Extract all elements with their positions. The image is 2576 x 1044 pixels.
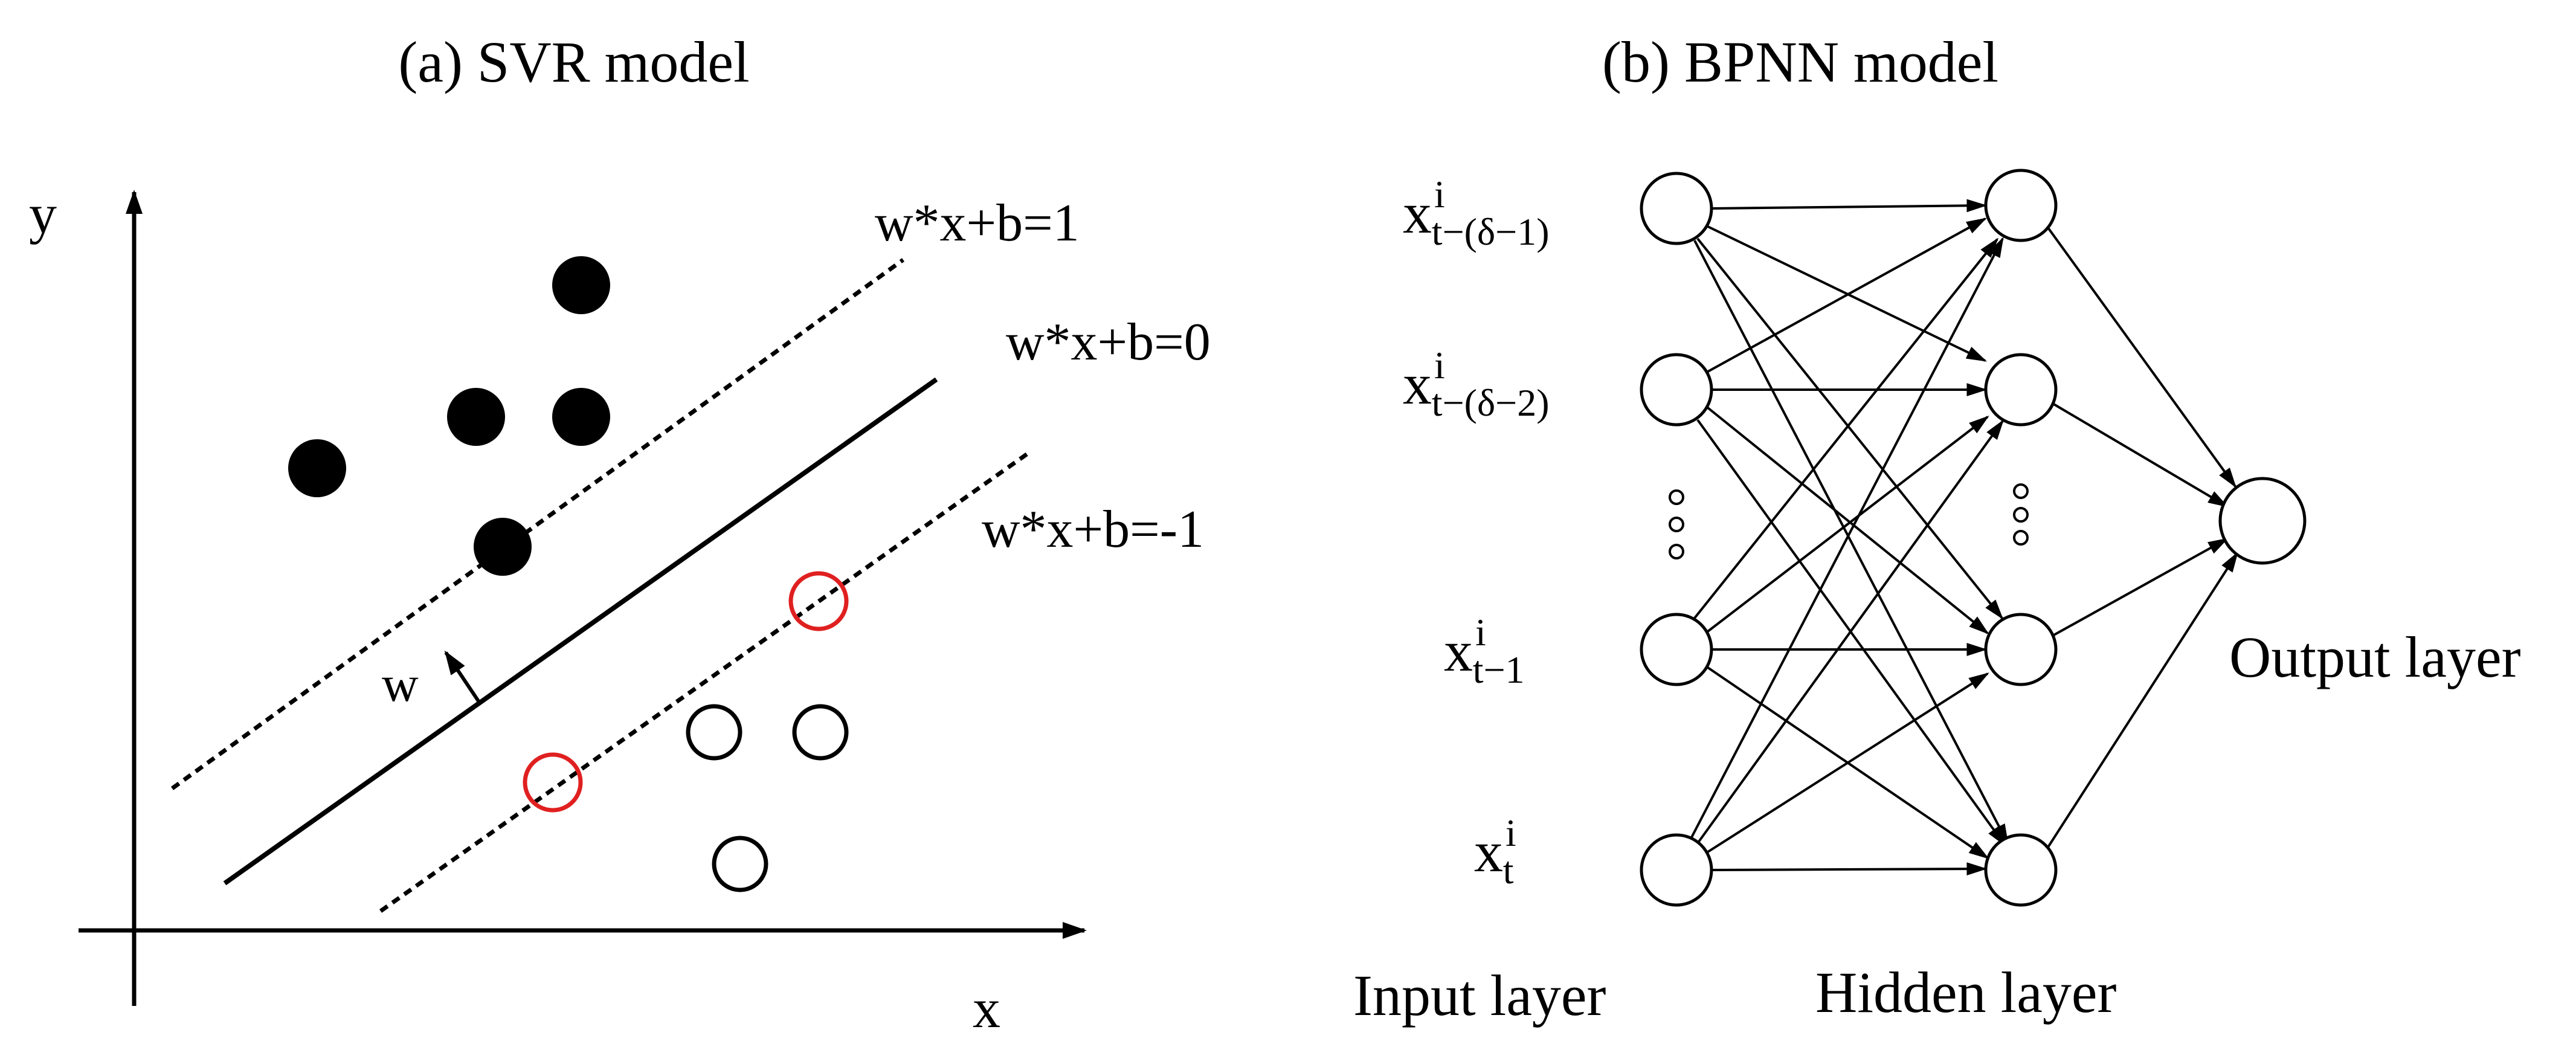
connection xyxy=(1707,407,1989,635)
connection xyxy=(1693,240,2009,845)
hollow-point xyxy=(686,704,742,761)
input-node xyxy=(1640,833,1713,907)
bpnn-panel: (b) BPNN model xyxy=(1353,30,2521,1028)
y-axis-label: y xyxy=(29,183,57,245)
support-vector-point xyxy=(523,752,583,813)
connection xyxy=(2044,222,2236,488)
hidden-layer-nodes xyxy=(1984,169,2058,907)
filled-points xyxy=(288,256,610,576)
connection xyxy=(1690,236,2004,838)
connection xyxy=(2052,538,2229,637)
x-axis-label: x xyxy=(973,978,1000,1039)
connection xyxy=(1712,199,1988,213)
connection xyxy=(1707,672,1989,853)
hollow-point xyxy=(712,836,768,892)
support-vector-point xyxy=(788,571,849,631)
ellipsis-dot xyxy=(2013,530,2029,546)
input-node xyxy=(1640,353,1713,427)
hyperplane-label: w*x+b=0 xyxy=(1006,313,1211,372)
connection xyxy=(2044,552,2238,853)
filled-point xyxy=(474,518,532,576)
input-layer-nodes xyxy=(1640,172,1713,907)
output-node xyxy=(2218,477,2307,565)
connection xyxy=(1707,218,1987,373)
bpnn-panel-title: (b) BPNN model xyxy=(1602,30,1998,94)
hidden-node xyxy=(1984,353,2058,427)
upper-margin-label: w*x+b=1 xyxy=(875,194,1080,253)
ellipsis-dot xyxy=(1669,544,1684,559)
hidden-node xyxy=(1984,613,2058,686)
hollow-point xyxy=(792,704,849,761)
input-hidden-connections xyxy=(1690,199,2009,876)
connection xyxy=(1707,415,1989,633)
support-vectors xyxy=(523,571,849,813)
connection xyxy=(1707,225,1988,362)
input-node xyxy=(1640,613,1713,686)
hidden-layer-label: Hidden layer xyxy=(1815,960,2117,1025)
lower-margin-label: w*x+b=-1 xyxy=(982,500,1204,559)
hidden-ellipsis xyxy=(2013,483,2029,546)
input-ellipsis xyxy=(1669,489,1684,559)
hidden-output-connections xyxy=(2044,222,2238,853)
output-layer-label: Output layer xyxy=(2229,625,2521,689)
hidden-node xyxy=(1984,833,2058,907)
ellipsis-dot xyxy=(2013,483,2029,499)
hidden-node xyxy=(1984,169,2058,242)
input-node xyxy=(1640,172,1713,245)
svr-panel: (a) SVR model y x w*x+b=1 w*x+b=0 w*x+b=… xyxy=(29,30,1211,1039)
svr-panel-title: (a) SVR model xyxy=(398,30,749,94)
connection xyxy=(2052,402,2229,507)
hollow-points xyxy=(686,704,849,892)
weight-vector-label: w xyxy=(382,656,419,712)
lower-margin-line xyxy=(379,450,1032,913)
upper-margin-line xyxy=(170,258,905,790)
filled-point xyxy=(288,439,346,497)
connection xyxy=(1696,237,2004,620)
filled-point xyxy=(552,256,610,314)
connection xyxy=(1698,419,2004,843)
ellipsis-dot xyxy=(1669,489,1684,505)
weight-vector-arrow xyxy=(444,650,482,705)
separating-hyperplane xyxy=(223,377,938,886)
connection xyxy=(1712,862,1988,876)
connection xyxy=(1693,237,1999,619)
filled-point xyxy=(447,388,505,446)
filled-point xyxy=(552,388,610,446)
ellipsis-dot xyxy=(2013,507,2029,523)
ellipsis-dot xyxy=(1669,517,1684,532)
input-layer-label: Input layer xyxy=(1353,963,1606,1028)
